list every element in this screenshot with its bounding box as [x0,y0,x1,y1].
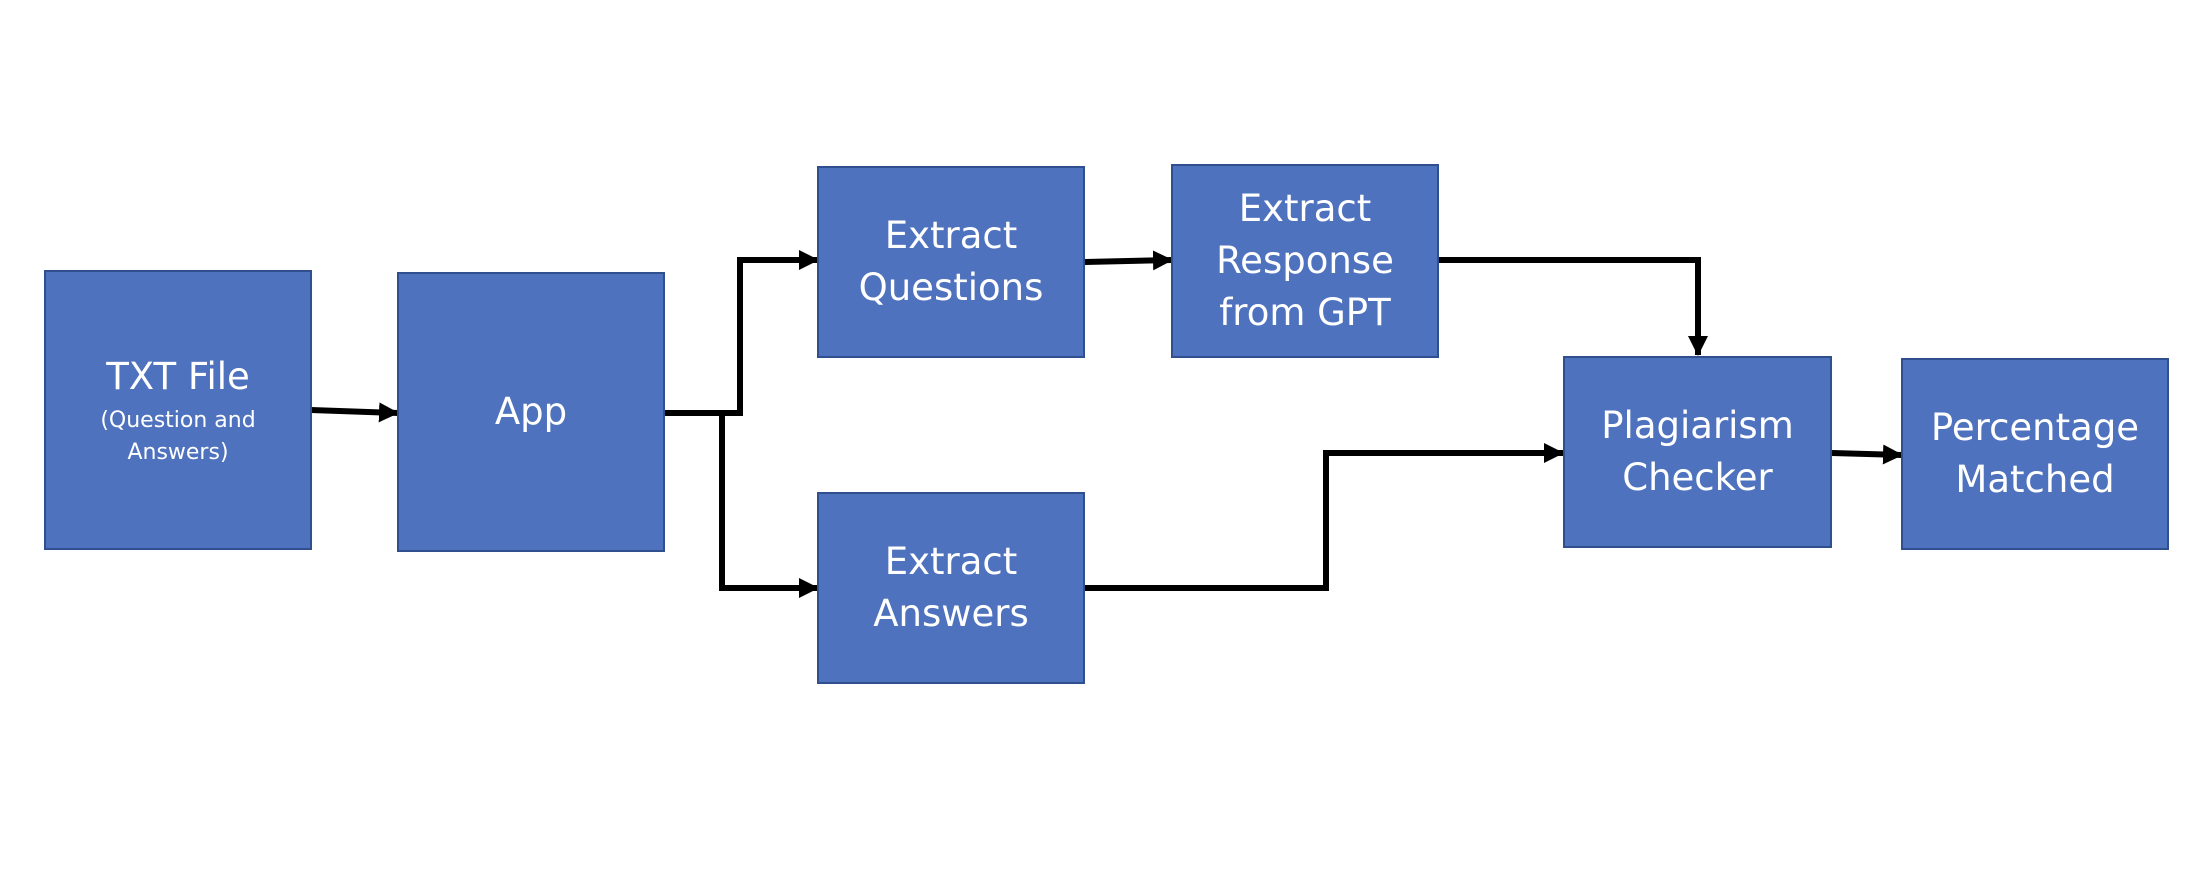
node-extract-response-label: Extract Response from GPT [1216,187,1394,334]
edge-plagiarism-checker-to-percentage-matched [1831,444,1903,465]
node-app-label: App [494,390,568,433]
node-txt-file-sublabel: (Question and Answers) [100,408,256,465]
node-plagiarism-checker-label: Plagiarism Checker [1601,404,1794,499]
edge-extract-questions-to-extract-response [1084,250,1173,271]
node-txt-file: TXT File (Question and Answers) [44,270,312,550]
node-txt-file-label: TXT File [106,355,250,398]
node-plagiarism-checker: Plagiarism Checker [1563,356,1832,548]
node-extract-answers-label: Extract Answers [873,540,1029,635]
node-percentage-matched-label: Percentage Matched [1930,406,2140,501]
node-extract-questions: Extract Questions [817,166,1085,358]
edge-app-to-extract-questions [664,250,819,416]
node-percentage-matched: Percentage Matched [1901,358,2169,550]
node-extract-response: Extract Response from GPT [1171,164,1439,358]
edge-txt-file-to-app [310,402,399,423]
edge-extract-answers-to-plagiarism-checker [1085,443,1564,591]
node-app: App [397,272,665,552]
node-extract-answers: Extract Answers [817,492,1085,684]
edge-app-to-extract-answers [719,413,819,598]
edge-extract-response-to-plagiarism-checker [1439,257,1708,356]
node-extract-questions-label: Extract Questions [858,214,1044,309]
